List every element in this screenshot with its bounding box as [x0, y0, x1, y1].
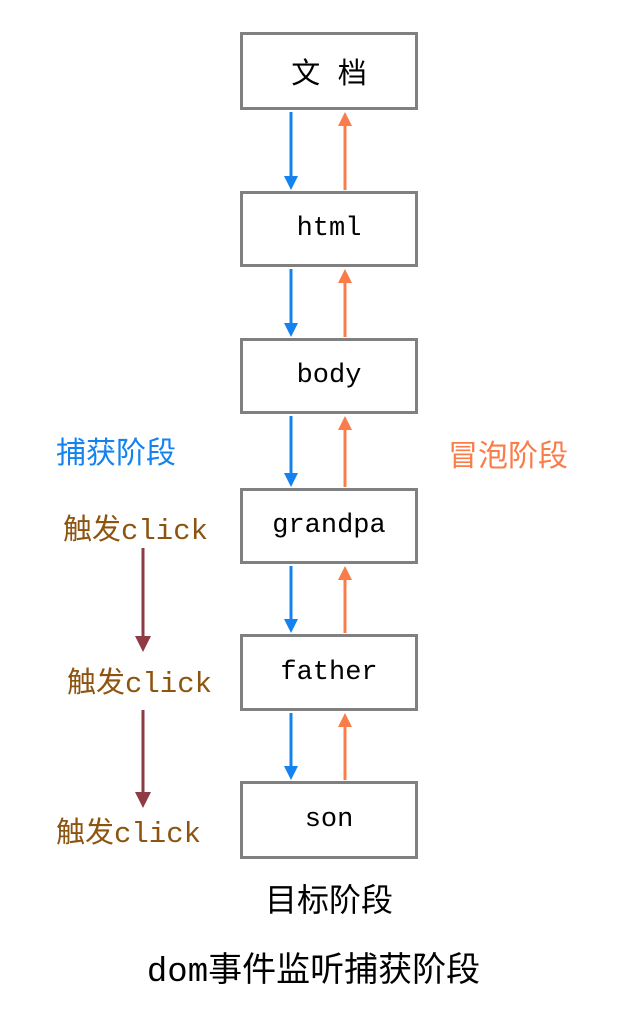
trigger-click-label-2: 触发click	[67, 668, 213, 701]
node-body: body	[240, 338, 418, 414]
capture-arrow-father-son	[284, 713, 298, 780]
node-html-label: html	[296, 214, 362, 244]
bubble-arrow-son-father	[338, 713, 352, 780]
bubble-arrow-father-grandpa	[338, 566, 352, 633]
node-son: son	[240, 781, 418, 859]
capture-arrow-body-grandpa	[284, 416, 298, 487]
node-grandpa-label: grandpa	[272, 511, 386, 541]
node-grandpa: grandpa	[240, 488, 418, 564]
node-father-label: father	[280, 657, 378, 688]
bubble-phase-label: 冒泡阶段	[448, 440, 568, 473]
node-body-label: body	[296, 361, 362, 391]
target-phase-label: 目标阶段	[264, 882, 393, 918]
capture-arrow-document-html	[284, 112, 298, 190]
trigger-click-label-1: 触发click	[63, 515, 209, 548]
trigger-arrow-2	[135, 710, 151, 808]
node-html: html	[240, 191, 418, 267]
capture-arrow-html-body	[284, 269, 298, 337]
capture-phase-label: 捕获阶段	[56, 437, 176, 470]
diagram-title: dom事件监听捕获阶段	[146, 954, 481, 992]
node-document-label: 文 档	[291, 59, 367, 92]
bubble-arrow-grandpa-body	[338, 416, 352, 487]
node-father: father	[240, 634, 418, 711]
trigger-click-label-3: 触发click	[56, 818, 202, 851]
bubble-arrow-html-document	[338, 112, 352, 190]
node-son-label: son	[304, 805, 354, 835]
capture-arrow-grandpa-father	[284, 566, 298, 633]
bubble-arrow-body-html	[338, 269, 352, 337]
node-document: 文 档	[240, 32, 418, 110]
trigger-arrow-1	[135, 548, 151, 652]
